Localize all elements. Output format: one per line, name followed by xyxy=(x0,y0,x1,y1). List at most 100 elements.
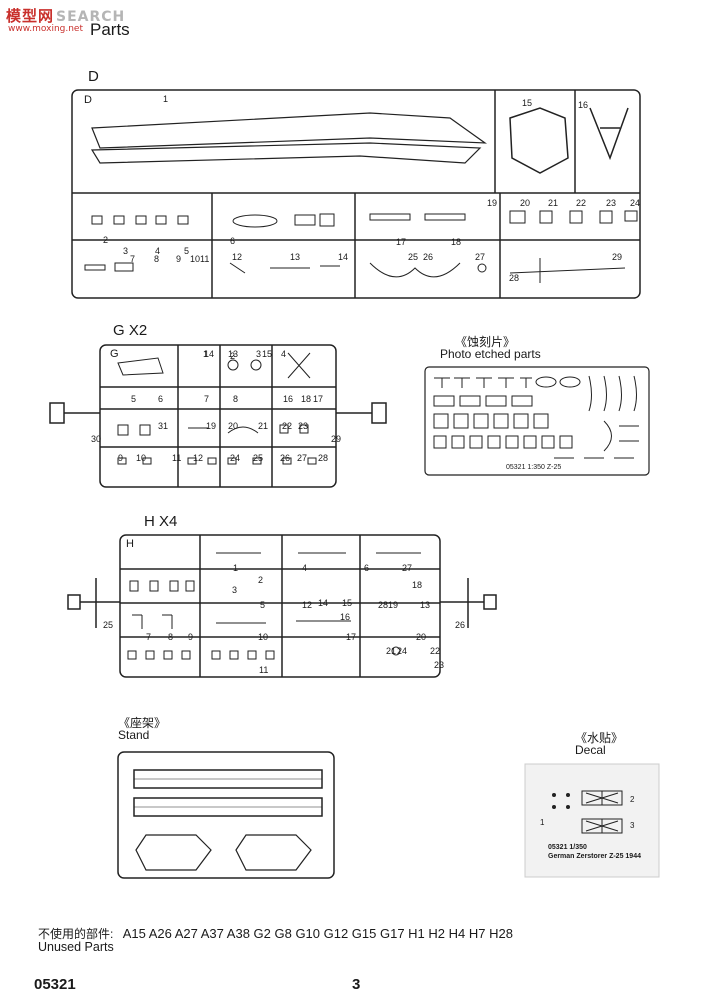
sprue-h-frame xyxy=(67,534,497,678)
sprue-d-label: D xyxy=(88,68,99,85)
part-number-g-15: 15 xyxy=(262,349,273,359)
decal-code: 05321 1/350 xyxy=(548,844,587,851)
decal-label-1: 1 xyxy=(540,818,545,827)
stand-title-en: Stand xyxy=(118,728,150,742)
part-number-h-13: 13 xyxy=(420,600,431,610)
part-number-h-5: 5 xyxy=(260,600,266,610)
part-number-h-19: 19 xyxy=(388,600,399,610)
part-number-g-20: 20 xyxy=(228,421,239,431)
decal-label-2: 2 xyxy=(630,795,635,804)
part-number-g-24: 24 xyxy=(230,453,241,463)
part-number-g-17: 17 xyxy=(313,394,324,404)
part-number-h-24: 24 xyxy=(397,646,408,656)
part-number-d-7: 7 xyxy=(130,254,136,264)
part-number-d-5: 5 xyxy=(184,246,190,256)
sprue-g-corner: G xyxy=(110,348,119,360)
part-number-d-9: 9 xyxy=(176,254,182,264)
part-number-d-6: 6 xyxy=(230,236,236,246)
part-number-d-11: 11 xyxy=(200,254,210,264)
sprue-d-frame xyxy=(71,89,641,299)
sprue-h-label: H X4 xyxy=(144,513,178,530)
part-number-g-3: 3 xyxy=(256,349,262,359)
part-number-g-6: 6 xyxy=(158,394,164,404)
part-number-h-12: 12 xyxy=(302,600,313,610)
product-code: 05321 xyxy=(34,976,76,993)
part-number-h-14: 14 xyxy=(318,598,329,608)
part-number-g-28: 28 xyxy=(318,453,329,463)
part-number-h-11: 11 xyxy=(259,665,269,675)
photo-etched-fret xyxy=(424,366,650,476)
part-number-d-10: 10 xyxy=(190,254,201,264)
part-number-g-5: 5 xyxy=(131,394,137,404)
part-number-g-8: 8 xyxy=(233,394,239,404)
part-number-h-18: 18 xyxy=(412,580,423,590)
part-number-g-16: 16 xyxy=(283,394,294,404)
part-number-d-13: 13 xyxy=(290,252,301,262)
part-number-h-26: 26 xyxy=(455,620,466,630)
decal-title-cn: 《水贴》 xyxy=(575,731,624,745)
part-number-h-4: 4 xyxy=(302,563,308,573)
part-number-d-3: 3 xyxy=(123,246,129,256)
part-number-g-21: 21 xyxy=(258,421,269,431)
part-number-g-19: 19 xyxy=(206,421,217,431)
part-number-d-18: 18 xyxy=(451,237,462,247)
part-number-g-18: 18 xyxy=(301,394,312,404)
part-number-d-12: 12 xyxy=(232,252,243,262)
part-number-g-10: 10 xyxy=(136,453,147,463)
part-number-h-22: 22 xyxy=(430,646,441,656)
part-number-g-2: 2 xyxy=(230,351,236,361)
part-number-h-16: 16 xyxy=(340,612,351,622)
decal-title-en: Decal xyxy=(575,743,606,757)
part-number-d-22: 22 xyxy=(576,198,587,208)
part-number-d-15: 15 xyxy=(522,98,533,108)
part-number-d-14: 14 xyxy=(338,252,349,262)
sprue-g-label: G X2 xyxy=(113,322,148,339)
part-number-d-17: 17 xyxy=(396,237,407,247)
photo-etched-code: 05321 1:350 Z-25 xyxy=(506,464,562,471)
part-number-g-31: 31 xyxy=(158,421,169,431)
photo-etched-title-en: Photo etched parts xyxy=(440,347,541,361)
part-number-d-25: 25 xyxy=(408,252,419,262)
part-number-h-27: 27 xyxy=(402,563,413,573)
part-number-g-25: 25 xyxy=(253,453,264,463)
stand-title-cn: 《座架》 xyxy=(118,716,167,730)
part-number-d-8: 8 xyxy=(154,254,160,264)
decal-sheet xyxy=(524,763,660,878)
part-number-g-22: 22 xyxy=(282,421,293,431)
sprue-g-frame xyxy=(49,344,387,488)
part-number-d-2: 2 xyxy=(103,235,109,245)
part-number-d-23: 23 xyxy=(606,198,617,208)
photo-etched-title-cn: 《蚀刻片》 xyxy=(455,335,516,349)
unused-parts-label-cn: 不使用的部件: xyxy=(38,927,114,941)
part-number-d-4: 4 xyxy=(155,246,161,256)
part-number-d-19: 19 xyxy=(487,198,498,208)
part-number-h-20: 20 xyxy=(416,632,427,642)
page-title: Parts xyxy=(90,20,130,39)
part-number-h-3: 3 xyxy=(232,585,238,595)
part-number-g-27: 27 xyxy=(297,453,308,463)
part-number-d-27: 27 xyxy=(475,252,486,262)
part-number-g-29: 29 xyxy=(331,434,342,444)
stand-frame xyxy=(117,751,335,879)
unused-parts-line: 不使用的部件: A15 A26 A27 A37 A38 G2 G8 G10 G1… xyxy=(38,925,513,942)
part-number-h-9: 9 xyxy=(188,632,194,642)
page-number: 3 xyxy=(352,976,361,993)
unused-parts-list: A15 A26 A27 A37 A38 G2 G8 G10 G12 G15 G1… xyxy=(122,926,513,941)
part-number-h-15: 15 xyxy=(342,598,353,608)
watermark-url: www.moxing.net xyxy=(8,24,83,34)
part-number-g-9: 9 xyxy=(118,453,124,463)
part-number-h-21: 21 xyxy=(386,646,397,656)
part-number-g-26: 26 xyxy=(280,453,291,463)
part-number-d-21: 21 xyxy=(548,198,559,208)
part-number-d-16: 16 xyxy=(578,100,589,110)
part-number-h-8: 8 xyxy=(168,632,174,642)
part-number-h-28: 28 xyxy=(378,600,389,610)
part-number-h-2: 2 xyxy=(258,575,264,585)
decal-name: German Zerstorer Z-25 1944 xyxy=(548,853,641,860)
part-number-d-1: 1 xyxy=(163,94,169,104)
part-number-g-4: 4 xyxy=(281,349,287,359)
decal-label-3: 3 xyxy=(630,821,635,830)
part-number-h-1: 1 xyxy=(233,563,239,573)
part-number-h-6: 6 xyxy=(364,563,370,573)
